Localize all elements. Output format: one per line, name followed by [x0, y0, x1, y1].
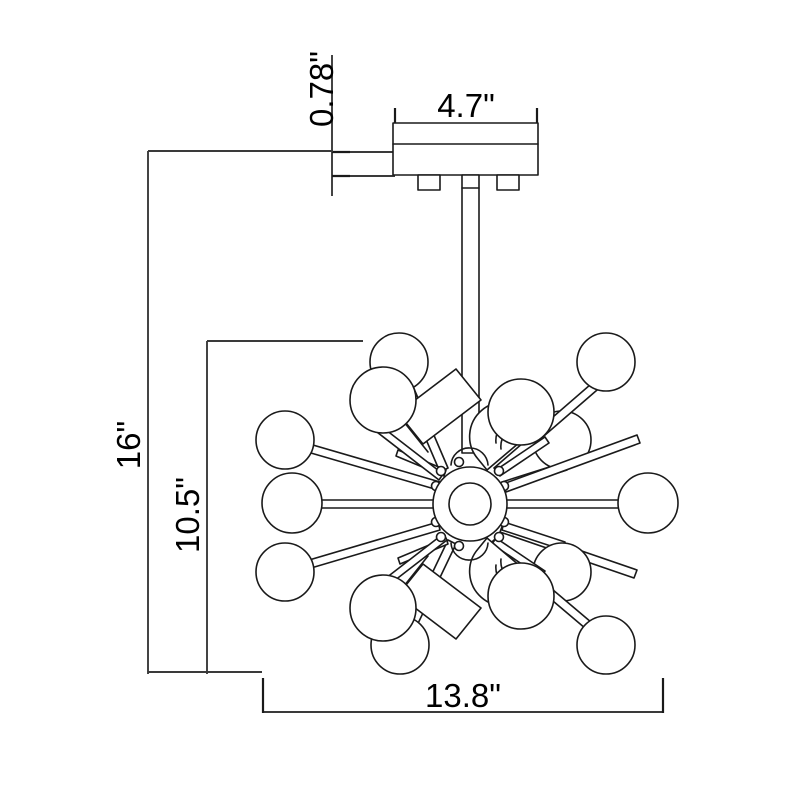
canopy-mounting-tabs	[417, 174, 520, 191]
canopy-plate	[392, 122, 539, 176]
hub-edge-sockets	[450, 447, 489, 561]
dim-label-overall-height: 16"	[110, 421, 147, 469]
rod-right	[505, 472, 679, 534]
lamp-socket-upper-right	[468, 378, 555, 471]
dim-canopy-width: 4.7"	[393, 87, 539, 133]
bulb-lower-left	[349, 574, 417, 642]
dim-label-canopy-width: 4.7"	[437, 87, 495, 124]
dim-overall-height: 16"	[110, 150, 333, 674]
bulb-lower-right	[487, 562, 555, 630]
lamp-socket-upper-left	[349, 366, 482, 453]
bulb-upper-right	[487, 378, 555, 446]
rod-lower-left-outer	[255, 521, 441, 602]
rod-knuckles	[430, 456, 510, 552]
dim-label-fixture-height: 10.5"	[169, 477, 206, 553]
dim-canopy-thickness: 0.78"	[303, 51, 395, 196]
central-sphere-hub	[432, 466, 508, 542]
bulb-upper-left	[349, 366, 417, 434]
dim-fixture-height: 10.5"	[169, 340, 363, 674]
radiating-rods	[255, 332, 679, 675]
lamp-socket-lower-right	[468, 537, 555, 630]
dim-label-canopy-thickness: 0.78"	[303, 51, 340, 127]
lamp-socket-lower-left	[349, 555, 482, 642]
dim-label-overall-width: 13.8"	[425, 677, 501, 714]
rod-upper-left-outer	[255, 410, 441, 491]
dim-overall-width: 13.8"	[261, 677, 665, 714]
rod-left	[261, 472, 435, 534]
hub-inner-circle	[448, 482, 492, 526]
